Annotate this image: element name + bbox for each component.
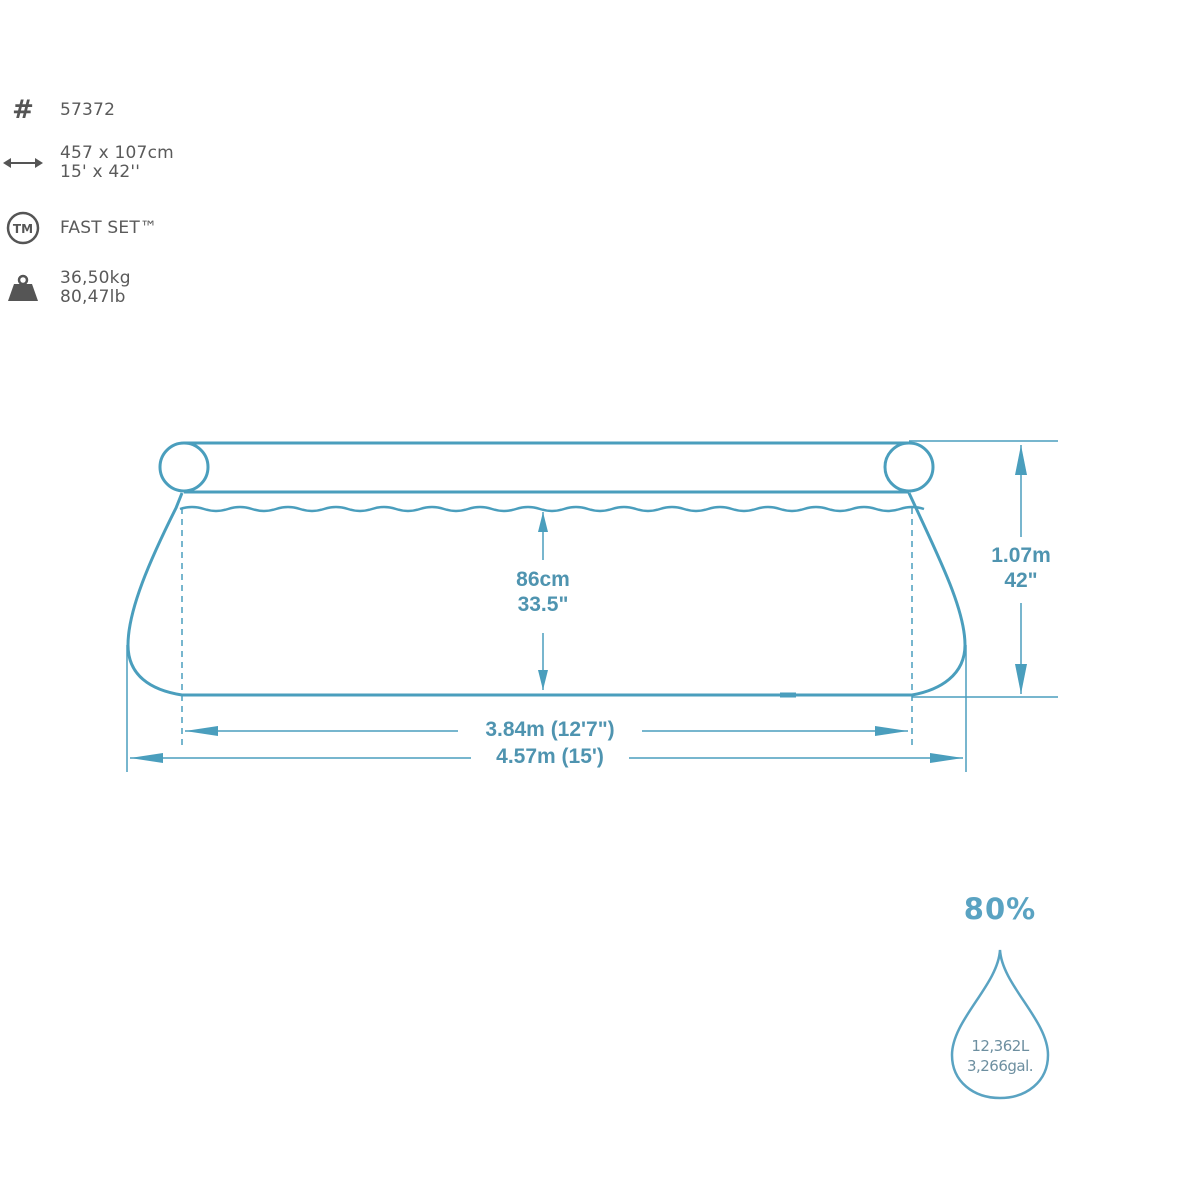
height-arrow-down-icon bbox=[1015, 664, 1027, 694]
spec-brand: TM FAST SET™ bbox=[0, 208, 157, 248]
water-drop-icon bbox=[950, 949, 1050, 1100]
inner-width-label: 3.84m (12'7") bbox=[485, 718, 615, 741]
water-depth-metric: 86cm bbox=[516, 568, 570, 591]
ring-left-tube bbox=[158, 441, 210, 493]
right-wall bbox=[907, 492, 967, 697]
outer-width-arrow-right-icon bbox=[930, 753, 963, 763]
spec-size: 457 x 107cm 15' x 42'' bbox=[0, 143, 174, 183]
weight-text: 36,50kg 80,47lb bbox=[60, 269, 131, 307]
capacity-text: 12,362L 3,266gal. bbox=[940, 1036, 1060, 1076]
total-height-label: 1.07m 42" bbox=[971, 543, 1071, 593]
water-depth-label: 86cm 33.5" bbox=[493, 567, 593, 617]
water-depth-imperial: 33.5" bbox=[517, 593, 569, 616]
inner-width-arrow-right-icon bbox=[875, 726, 908, 736]
left-wall bbox=[126, 492, 184, 697]
spec-model: # 57372 bbox=[0, 90, 115, 130]
size-metric: 457 x 107cm bbox=[60, 143, 174, 163]
depth-arrow-down-icon bbox=[538, 670, 548, 690]
weight-icon bbox=[0, 268, 46, 308]
capacity-liters: 12,362L bbox=[971, 1037, 1029, 1055]
fill-percent: 80% bbox=[963, 892, 1037, 926]
inner-width-arrow-left-icon bbox=[185, 726, 218, 736]
weight-metric: 36,50kg bbox=[60, 268, 131, 288]
height-arrow-up-icon bbox=[1015, 445, 1027, 475]
outer-width-label: 4.57m (15') bbox=[496, 745, 604, 768]
depth-arrow-up-icon bbox=[538, 512, 548, 532]
outer-width-arrow-left-icon bbox=[130, 753, 163, 763]
total-height-metric: 1.07m bbox=[991, 544, 1051, 567]
svg-text:TM: TM bbox=[13, 222, 33, 236]
spec-weight: 36,50kg 80,47lb bbox=[0, 268, 131, 308]
trademark-icon: TM bbox=[0, 208, 46, 248]
weight-imperial: 80,47lb bbox=[60, 287, 126, 307]
ring-right-tube bbox=[883, 441, 935, 493]
model-number: 57372 bbox=[60, 99, 116, 120]
size-imperial: 15' x 42'' bbox=[60, 162, 141, 182]
capacity-gallons: 3,266gal. bbox=[966, 1057, 1034, 1075]
double-arrow-icon bbox=[0, 143, 46, 183]
hash-icon: # bbox=[12, 95, 34, 125]
total-height-imperial: 42" bbox=[1004, 569, 1038, 592]
water-line bbox=[179, 505, 925, 513]
size-text: 457 x 107cm 15' x 42'' bbox=[60, 144, 174, 182]
brand-name: FAST SET™ bbox=[60, 217, 158, 238]
